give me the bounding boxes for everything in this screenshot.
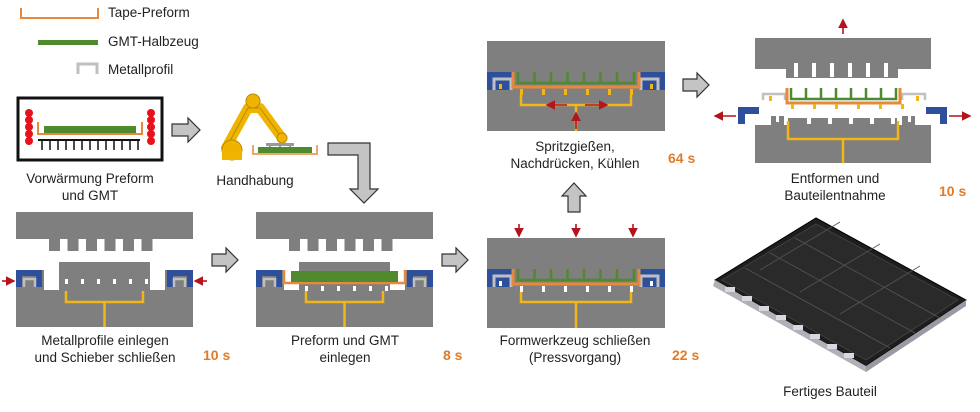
- upper-mold: [16, 212, 193, 239]
- step-label-close-mold: Formwerkzeug schließen (Pressvorgang): [499, 333, 651, 365]
- metallprofil-icon: [76, 62, 99, 74]
- step-label-insert-preform: Preform und GMT einlegen: [290, 333, 400, 365]
- legend: [20, 8, 99, 74]
- time-demold: 10 s: [939, 183, 967, 199]
- legend-label-tape-preform: Tape-Preform: [108, 5, 190, 20]
- process-arrow-icon: [441, 246, 469, 274]
- upper-mold: [256, 212, 433, 239]
- gmt-layer: [789, 88, 898, 101]
- slider-left: [256, 270, 282, 287]
- time-insert-preform: 8 s: [443, 347, 463, 363]
- rack-icon: [41, 140, 139, 150]
- gmt-layer: [291, 271, 398, 282]
- slider-right: [167, 270, 193, 287]
- metal-profile-right: [412, 277, 427, 287]
- tape-preform-icon: [20, 8, 99, 19]
- upper-mold: [755, 38, 931, 69]
- time-injection: 64 s: [668, 150, 696, 166]
- runner: [304, 291, 385, 327]
- lower-mold: [16, 262, 193, 327]
- metal-profile-left: [262, 277, 277, 287]
- step-label-preheat: Vorwärmung Preform und GMT: [26, 171, 154, 203]
- mold-injection: [487, 41, 665, 131]
- slider-right: [407, 270, 433, 287]
- time-close-mold: 22 s: [672, 347, 700, 363]
- metal-profile-left: [22, 277, 37, 287]
- step-label-injection: Spritzgießen, Nachdrücken, Kühlen: [510, 139, 640, 171]
- preheat-oven: [16, 96, 164, 162]
- process-arrow-icon: [171, 116, 201, 144]
- runner: [64, 291, 145, 327]
- runner: [786, 121, 900, 163]
- tape-preform: [511, 269, 641, 286]
- gmt-layer: [516, 269, 636, 282]
- step-label-insert-profiles: Metallprofile einlegen und Schieber schl…: [34, 333, 176, 365]
- runner: [519, 292, 633, 328]
- process-arrow-icon: [560, 182, 588, 213]
- heater-right-icon: [147, 109, 155, 145]
- slider-right: [926, 107, 947, 124]
- mold-demold: [713, 18, 972, 163]
- step-label-finished: Fertiges Bauteil: [783, 384, 877, 399]
- step-label-handling: Handhabung: [216, 173, 294, 188]
- step-label-demold: Entformen und Bauteilentnahme: [784, 171, 886, 203]
- time-insert-profiles: 10 s: [203, 347, 231, 363]
- legend-label-metallprofil: Metallprofil: [108, 62, 174, 77]
- heater-left-icon: [25, 109, 33, 145]
- gmt-layer: [516, 72, 636, 85]
- process-arrow-icon: [682, 71, 710, 99]
- tape-preform: [785, 88, 902, 105]
- slider-left: [16, 270, 42, 287]
- slider-left: [738, 107, 759, 124]
- mold-insert-profiles: [2, 212, 207, 327]
- process-arrow-icon: [327, 142, 380, 204]
- metal-profile-right: [172, 277, 187, 287]
- tape-preform: [511, 72, 641, 89]
- robot-arm-icon: [221, 93, 294, 161]
- tape-preform: [282, 270, 407, 285]
- process-arrow-icon: [211, 246, 239, 274]
- mold-close: [487, 224, 665, 328]
- finished-part-image: [713, 217, 967, 372]
- gmt-halbzeug-icon: [38, 40, 98, 45]
- legend-label-gmt: GMT-Halbzeug: [108, 34, 199, 49]
- mold-insert-preform: [256, 212, 433, 327]
